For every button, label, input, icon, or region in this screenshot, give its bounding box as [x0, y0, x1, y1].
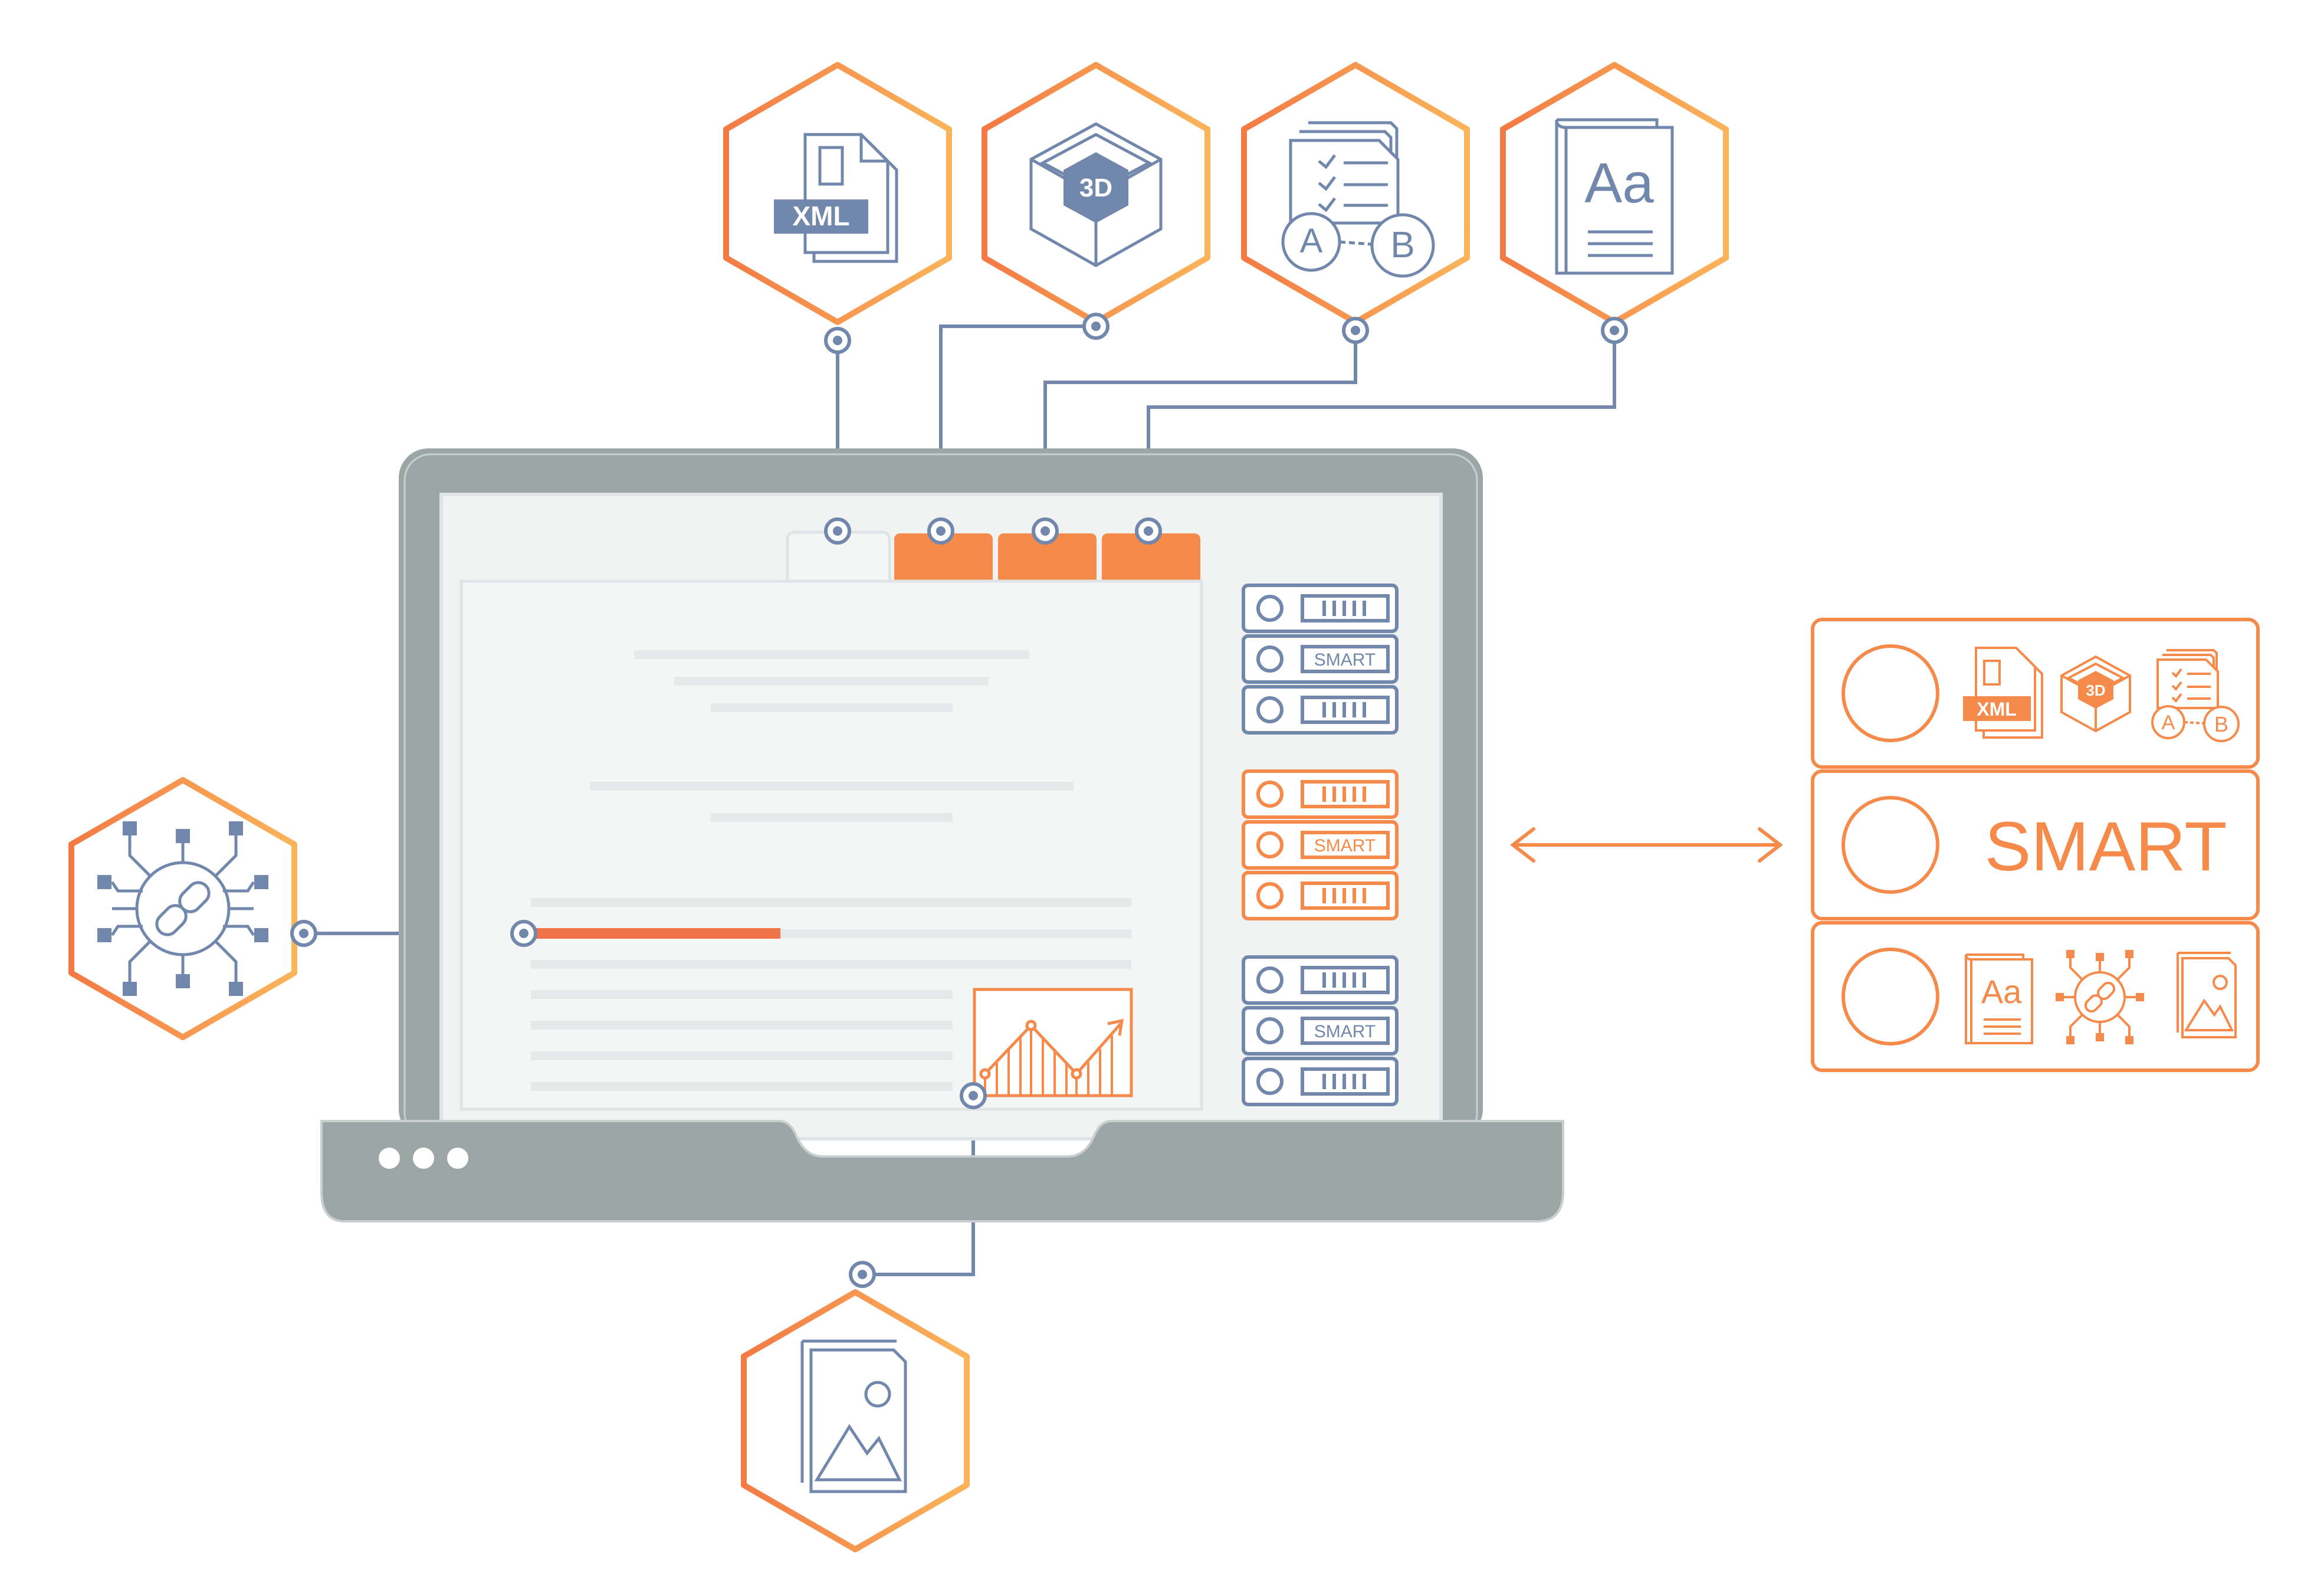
- row1-a-label: A: [2162, 712, 2175, 734]
- node-ab-top: [1342, 317, 1369, 344]
- hexagon-dictionary: Aa: [1500, 62, 1729, 325]
- node-chart: [960, 1082, 987, 1109]
- node-highlight: [510, 920, 537, 947]
- server-stack-1: SMART: [1242, 584, 1399, 735]
- 3d-label: 3D: [1079, 173, 1112, 202]
- mini-chart-icon: [973, 988, 1133, 1097]
- a-label: A: [1300, 222, 1323, 260]
- laptop-base: [320, 1120, 1564, 1223]
- hexagon-images: [741, 1289, 970, 1552]
- smart-row-3: [1811, 921, 2260, 1072]
- row1-xml-label: XML: [1977, 699, 2017, 720]
- ab-documents-icon: A B: [1281, 121, 1435, 278]
- tab-3[interactable]: [996, 531, 1099, 582]
- smart-row-2: [1811, 769, 2260, 920]
- row3-image-files-icon: [2177, 952, 2237, 1038]
- hexagon-xml-document: XML: [723, 62, 952, 325]
- aa-label: Aa: [1584, 152, 1654, 215]
- document-page: [459, 579, 1203, 1111]
- tab-1[interactable]: [786, 530, 891, 583]
- xml-file-icon: XML: [774, 133, 898, 263]
- server-smart-label-3: SMART: [1314, 1022, 1376, 1041]
- node-tab-3: [1032, 517, 1059, 545]
- xml-label: XML: [792, 201, 849, 231]
- row3-book-icon: Aa: [1965, 953, 2033, 1044]
- highlight-bar: [524, 928, 780, 939]
- node-tab-2: [927, 517, 954, 545]
- connector-nodes: [290, 313, 1628, 1288]
- tab-2[interactable]: [892, 531, 995, 582]
- image-files-icon: [800, 1339, 907, 1493]
- smart-panel: XML 3D A B SMART: [1811, 618, 2260, 1072]
- book-icon: Aa: [1555, 118, 1674, 275]
- document-tabs[interactable]: [786, 530, 1203, 583]
- b-label: B: [1390, 225, 1414, 266]
- server-stack-3: SMART: [1242, 955, 1399, 1106]
- node-images-hex: [849, 1261, 876, 1288]
- cube-3d-icon: 3D: [1029, 122, 1163, 267]
- node-links-hex: [290, 920, 317, 947]
- row1-b-label: B: [2214, 712, 2228, 736]
- double-arrow-icon: [1510, 827, 1783, 863]
- row1-3d-icon: 3D: [2060, 655, 2131, 733]
- link-network-icon: [97, 821, 268, 996]
- node-3d-top: [1082, 313, 1110, 340]
- node-xml-top: [824, 327, 851, 354]
- hexagon-links: [68, 777, 297, 1040]
- row1-xml-icon: XML: [1963, 647, 2043, 739]
- laptop-dot-3: [447, 1148, 468, 1169]
- row1-ab-icon: A B: [2151, 649, 2240, 742]
- smart-label: SMART: [1985, 808, 2227, 886]
- server-smart-label-1: SMART: [1314, 650, 1376, 670]
- node-tab-4: [1135, 517, 1162, 545]
- row1-3d-label: 3D: [2086, 681, 2105, 699]
- server-smart-label-2: SMART: [1314, 836, 1376, 856]
- laptop-dot-1: [379, 1148, 400, 1169]
- node-tab-1: [824, 517, 851, 545]
- hexagon-ab-compare: A B: [1241, 62, 1470, 325]
- server-stack-2: SMART: [1242, 769, 1399, 920]
- tab-4[interactable]: [1099, 531, 1203, 582]
- row3-link-network-icon: [2056, 950, 2144, 1044]
- row3-aa-label: Aa: [1981, 973, 2022, 1010]
- laptop-dot-2: [413, 1148, 434, 1169]
- hexagon-3d-model: 3D: [982, 62, 1210, 325]
- node-aa-top: [1601, 317, 1628, 344]
